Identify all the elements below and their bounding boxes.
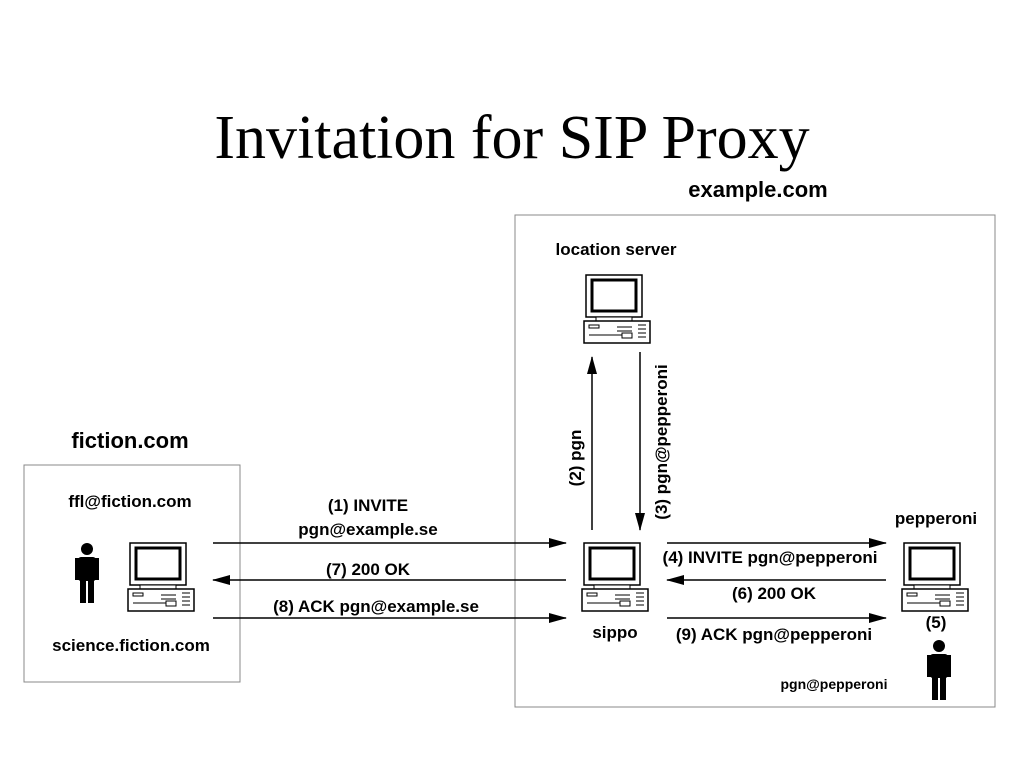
proxy-computer-icon — [580, 541, 650, 613]
caller-computer-icon — [126, 541, 196, 613]
fiction-domain-box — [23, 464, 241, 683]
message-5-label: (5) — [926, 613, 947, 632]
message-3-label: (3) pgn@pepperoni — [652, 364, 671, 519]
message-1-label-line2: pgn@example.se — [298, 520, 437, 539]
message-7-label: (7) 200 OK — [326, 560, 411, 579]
callee-user-label: pgn@pepperoni — [781, 676, 888, 692]
proxy-label: sippo — [592, 623, 637, 642]
callee-computer-icon — [900, 541, 970, 613]
callee-host-label: pepperoni — [895, 509, 977, 528]
example-domain-label: example.com — [688, 177, 827, 202]
example-domain-box — [514, 214, 996, 708]
caller-host-label: science.fiction.com — [52, 636, 210, 655]
caller-user-label: ffl@fiction.com — [68, 492, 191, 511]
page-title: Invitation for SIP Proxy — [214, 104, 810, 172]
message-1-label-line1: (1) INVITE — [328, 496, 408, 515]
location-server-label: location server — [556, 240, 677, 259]
callee-person-icon — [927, 640, 951, 700]
fiction-domain-label: fiction.com — [71, 428, 188, 453]
message-2-label: (2) pgn — [566, 430, 585, 487]
message-9-label: (9) ACK pgn@pepperoni — [676, 625, 872, 644]
message-8-label: (8) ACK pgn@example.se — [273, 597, 479, 616]
caller-person-icon — [75, 543, 99, 603]
message-6-label: (6) 200 OK — [732, 584, 817, 603]
message-4-label: (4) INVITE pgn@pepperoni — [663, 548, 878, 567]
location-server-computer-icon — [582, 273, 652, 345]
